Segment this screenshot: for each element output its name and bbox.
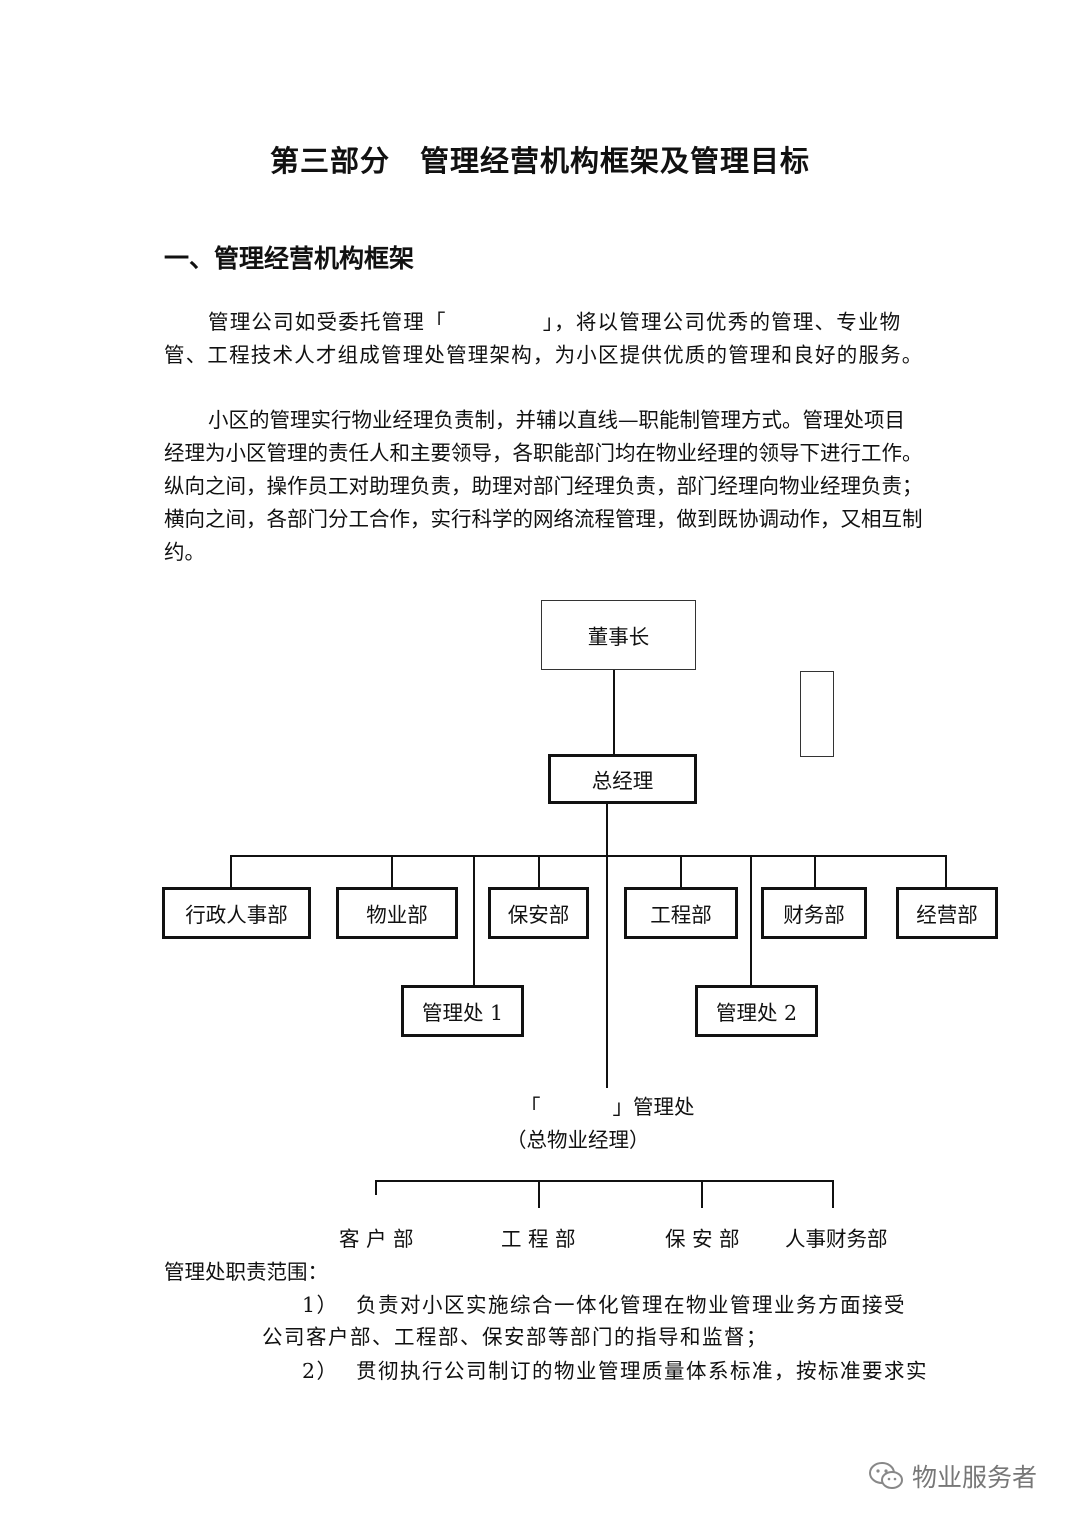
duty-1-number: 1）: [302, 1293, 339, 1317]
site-office-open-bracket: 「: [520, 1095, 541, 1119]
site-dept-customer: 客 户 部: [339, 1227, 414, 1251]
intro-paragraph: 管理公司如受委托管理「」，将以管理公司优秀的管理、专业物管、工程技术人才组成管理…: [164, 306, 924, 372]
duty-2-number: 2）: [302, 1359, 339, 1383]
duty-1-line-1: 负责对小区实施综合一体化管理在物业管理业务方面接受: [356, 1293, 906, 1317]
site-dept-security: 保 安 部: [665, 1227, 740, 1251]
site-dept-engineering: 工 程 部: [501, 1227, 576, 1251]
connector-site-bus: [375, 1180, 834, 1182]
connector-dept-1: [230, 855, 232, 900]
section-heading: 一、管理经营机构框架: [164, 244, 415, 273]
connector-dept-3: [538, 855, 540, 889]
site-office-label: 「 」管理处: [520, 1090, 695, 1120]
duty-2-line-1: 贯彻执行公司制订的物业管理质量体系标准，按标准要求实: [356, 1359, 928, 1383]
intro-text-end: 」，将以管理公司优秀的管理、专业物管、工程技术人才组成管理处管理架构，为小区提供…: [164, 310, 924, 367]
dept-finance-box: 财务部: [761, 887, 867, 939]
empty-box: [800, 671, 834, 757]
dept-admin-hr-box: 行政人事部: [162, 887, 311, 939]
dept-business-box: 经营部: [896, 887, 998, 939]
dept-engineering-box: 工程部: [624, 887, 738, 939]
connector-site-3: [701, 1180, 703, 1208]
connector-dept-2: [391, 855, 393, 889]
office-1-box: 管理处 1: [401, 985, 524, 1037]
site-office-subtitle: （总物业经理）: [506, 1128, 650, 1152]
connector-dept-5: [814, 855, 816, 889]
office-2-box: 管理处 2: [695, 985, 818, 1037]
dept-property-box: 物业部: [336, 887, 458, 939]
connector-office-2: [750, 855, 752, 987]
site-office-close: 」管理处: [612, 1095, 695, 1119]
chairman-box: 董事长: [541, 600, 696, 670]
connector-dept-6: [945, 855, 947, 889]
general-manager-box: 总经理: [548, 754, 697, 804]
connector-site-4: [832, 1180, 834, 1208]
watermark-text: 物业服务者: [912, 1463, 1038, 1492]
connector-dept-4: [680, 855, 682, 889]
management-paragraph: 小区的管理实行物业经理负责制，并辅以直线—职能制管理方式。管理处项目经理为小区管…: [164, 408, 923, 564]
connector-gm-site: [606, 803, 608, 1088]
intro-text-start: 管理公司如受委托管理「: [208, 310, 447, 334]
connector-dept-bus: [230, 855, 945, 857]
connector-site-1: [375, 1180, 377, 1195]
connector-site-2: [538, 1180, 540, 1208]
watermark: 物业服务者: [868, 1458, 1037, 1494]
connector-chairman-gm: [613, 669, 615, 754]
connector-office-1: [473, 855, 475, 987]
duties-heading: 管理处职责范围：: [164, 1260, 328, 1284]
dept-security-box: 保安部: [488, 887, 589, 939]
site-dept-hr-finance: 人事财务部: [785, 1227, 888, 1251]
wechat-icon: [869, 1462, 903, 1489]
duty-1-line-2: 公司客户部、工程部、保安部等部门的指导和监督；: [262, 1325, 768, 1349]
page-title: 第三部分 管理经营机构框架及管理目标: [269, 144, 810, 178]
